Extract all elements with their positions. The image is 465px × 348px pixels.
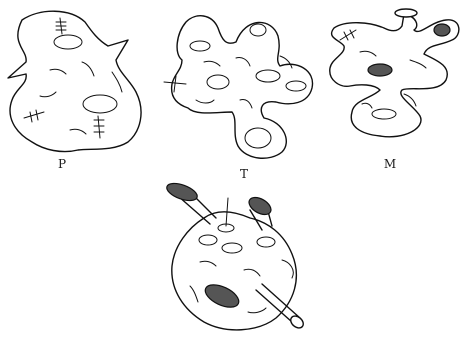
surface-p-seam-right [94,116,104,138]
surface-m-hatched-hole-2 [368,64,392,76]
surface-m [330,9,459,137]
label-t: T [240,167,248,181]
surface-t [164,16,313,159]
surface-p-hole-top [54,35,82,49]
surface-m-contours [360,51,426,108]
surface-m-seam [340,30,356,40]
sphere-hole-3 [257,237,275,247]
surface-m-tube-mouth [395,9,417,17]
surface-t-outline [172,16,313,159]
surface-sphere [165,180,306,330]
surface-t-hole-2 [250,24,266,36]
sphere-tube-left-mouth [165,180,200,204]
sphere-right-rim [282,260,293,278]
label-m: M [384,157,396,171]
surface-m-hole [372,109,396,119]
surface-t-hole-1 [190,41,210,51]
sphere-tube-right-mouth [246,194,274,218]
surface-t-hole-4 [256,70,280,82]
surface-m-hatched-hole-1 [434,24,450,36]
label-p: P [58,157,66,171]
sphere-hatched-hole [202,280,242,312]
surface-p-contours [40,62,122,134]
surface-t-hole-6 [245,128,271,148]
surface-p-seam-top [56,18,66,34]
sphere-outline [172,212,297,330]
surface-p [8,11,141,151]
surface-t-hole-5 [286,81,306,91]
sphere-tube-bottom-mouth [288,314,305,331]
surface-p-hole-right [83,95,117,113]
surface-p-outline [8,11,141,151]
sphere-hole-1 [199,235,217,245]
surface-t-hole-3 [207,75,229,89]
surface-t-contours [196,56,292,108]
sphere-hole-2 [222,243,242,253]
surface-t-puncture [164,76,186,92]
surface-p-seam-left [24,110,44,122]
